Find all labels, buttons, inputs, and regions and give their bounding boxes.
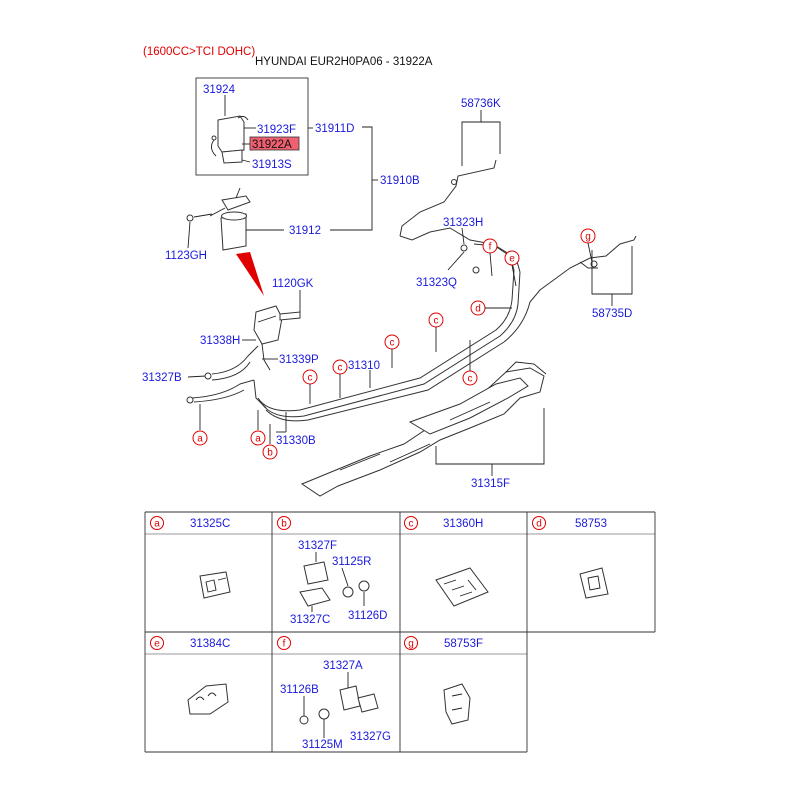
legend-table (144, 511, 656, 753)
selected-part-highlight (249, 136, 300, 151)
part-31912-label[interactable]: 31912 (289, 225, 321, 237)
part-31323H-label[interactable]: 31323H (443, 217, 483, 229)
clip-58753-drawing (579, 567, 609, 599)
legend-cell-e[interactable]: e 31384C (150, 636, 231, 715)
legend-b-part-3: 31126D (348, 610, 387, 622)
callout-c-2[interactable]: c (332, 359, 348, 398)
callout-c-5[interactable]: c (462, 340, 478, 386)
part-31339P-label[interactable]: 31339P (279, 354, 319, 366)
part-1123GH-label[interactable]: 1123GH (165, 250, 207, 262)
filter-inset-box (195, 77, 309, 176)
part-31910B-label[interactable]: 31910B (380, 175, 420, 187)
svg-text:b: b (267, 448, 273, 459)
callout-a-right[interactable]: a (250, 410, 266, 446)
engine-note: (1600CC>TCI DOHC) (143, 46, 255, 58)
filter-bracket-drawing (253, 305, 301, 371)
svg-text:c: c (409, 519, 414, 530)
svg-text:d: d (536, 519, 542, 530)
svg-text:a: a (154, 519, 160, 530)
legend-b-part-0: 31327F (298, 540, 337, 552)
legend-f-part-2: 31125M (302, 739, 343, 751)
legend-cell-f[interactable]: f 31327A 31126B 31125M 31327G (277, 636, 391, 752)
part-58735D-label[interactable]: 58735D (592, 308, 632, 320)
clips-31327-drawing (299, 552, 370, 612)
part-31923F-label[interactable]: 31923F (257, 124, 296, 136)
svg-text:a: a (255, 434, 261, 445)
clip-31384C-drawing (187, 683, 229, 715)
under-floor-shield-drawing (300, 361, 547, 497)
callout-a-left[interactable]: a (192, 404, 208, 446)
callout-d[interactable]: d (470, 300, 512, 316)
legend-b-part-1: 31125R (332, 556, 371, 568)
legend-b-part-2: 31327C (290, 614, 330, 626)
callout-c-4[interactable]: c (428, 312, 444, 352)
fuel-filter-inset-drawing (211, 115, 249, 164)
part-31911D-label[interactable]: 31911D (315, 123, 354, 135)
clips-31327A-drawing (299, 672, 379, 738)
legend-f-part-0: 31327A (323, 660, 363, 672)
svg-text:e: e (509, 254, 515, 265)
clip-31325C-drawing (199, 571, 231, 599)
svg-text:c: c (338, 363, 343, 374)
red-direction-arrow (236, 252, 264, 296)
legend-e-part-0: 31384C (190, 638, 230, 650)
svg-text:c: c (308, 373, 313, 384)
front-hoses-drawing (186, 345, 267, 409)
callout-e[interactable]: e (504, 250, 520, 287)
svg-text:b: b (281, 519, 287, 530)
svg-text:g: g (408, 639, 414, 650)
part-1120GK-label[interactable]: 1120GK (272, 278, 314, 290)
callout-c-3[interactable]: c (384, 334, 400, 368)
callout-b[interactable]: b (262, 424, 278, 460)
clip-58753F-drawing (443, 683, 471, 725)
legend-cell-g[interactable]: g 58753F (404, 636, 484, 725)
part-31310-label[interactable]: 31310 (348, 360, 380, 372)
legend-cell-c[interactable]: c 31360H (404, 516, 489, 607)
part-31922A-label[interactable]: 31922A (252, 139, 292, 151)
legend-f-part-1: 31126B (280, 684, 319, 696)
part-31315F-label[interactable]: 31315F (471, 478, 510, 490)
legend-cell-d[interactable]: d 58753 (532, 516, 609, 599)
svg-text:d: d (475, 304, 481, 315)
clip-31360H-drawing (435, 567, 489, 607)
part-31338H-label[interactable]: 31338H (200, 335, 240, 347)
part-31330B-label[interactable]: 31330B (276, 435, 316, 447)
diagram-title: HYUNDAI EUR2H0PA06 - 31922A (255, 56, 433, 68)
svg-text:c: c (434, 316, 439, 327)
legend-d-part-0: 58753 (575, 518, 607, 530)
part-58736K-label[interactable]: 58736K (461, 98, 501, 110)
svg-text:a: a (197, 434, 203, 445)
svg-text:f: f (489, 242, 492, 253)
part-31323Q-label[interactable]: 31323Q (416, 277, 457, 289)
svg-text:f: f (283, 639, 286, 650)
legend-a-part-0: 31325C (190, 518, 230, 530)
callout-c-1[interactable]: c (302, 369, 318, 404)
legend-g-part-0: 58753F (444, 638, 483, 650)
svg-text:e: e (154, 639, 160, 650)
legend-f-part-3: 31327G (350, 731, 391, 743)
legend-cell-b[interactable]: b 31327F 31125R 31327C 31126D (277, 516, 388, 627)
fuel-filter-drawing (186, 187, 251, 251)
part-31913S-label[interactable]: 31913S (252, 159, 292, 171)
legend-c-part-0: 31360H (443, 518, 483, 530)
callout-f[interactable]: f (482, 238, 498, 277)
legend-cell-a[interactable]: a 31325C (150, 516, 231, 599)
part-31327B-label[interactable]: 31327B (142, 372, 182, 384)
svg-text:c: c (468, 374, 473, 385)
svg-text:g: g (585, 232, 591, 243)
part-31924-label[interactable]: 31924 (203, 84, 236, 96)
svg-text:c: c (390, 338, 395, 349)
callout-g[interactable]: g (580, 228, 596, 263)
